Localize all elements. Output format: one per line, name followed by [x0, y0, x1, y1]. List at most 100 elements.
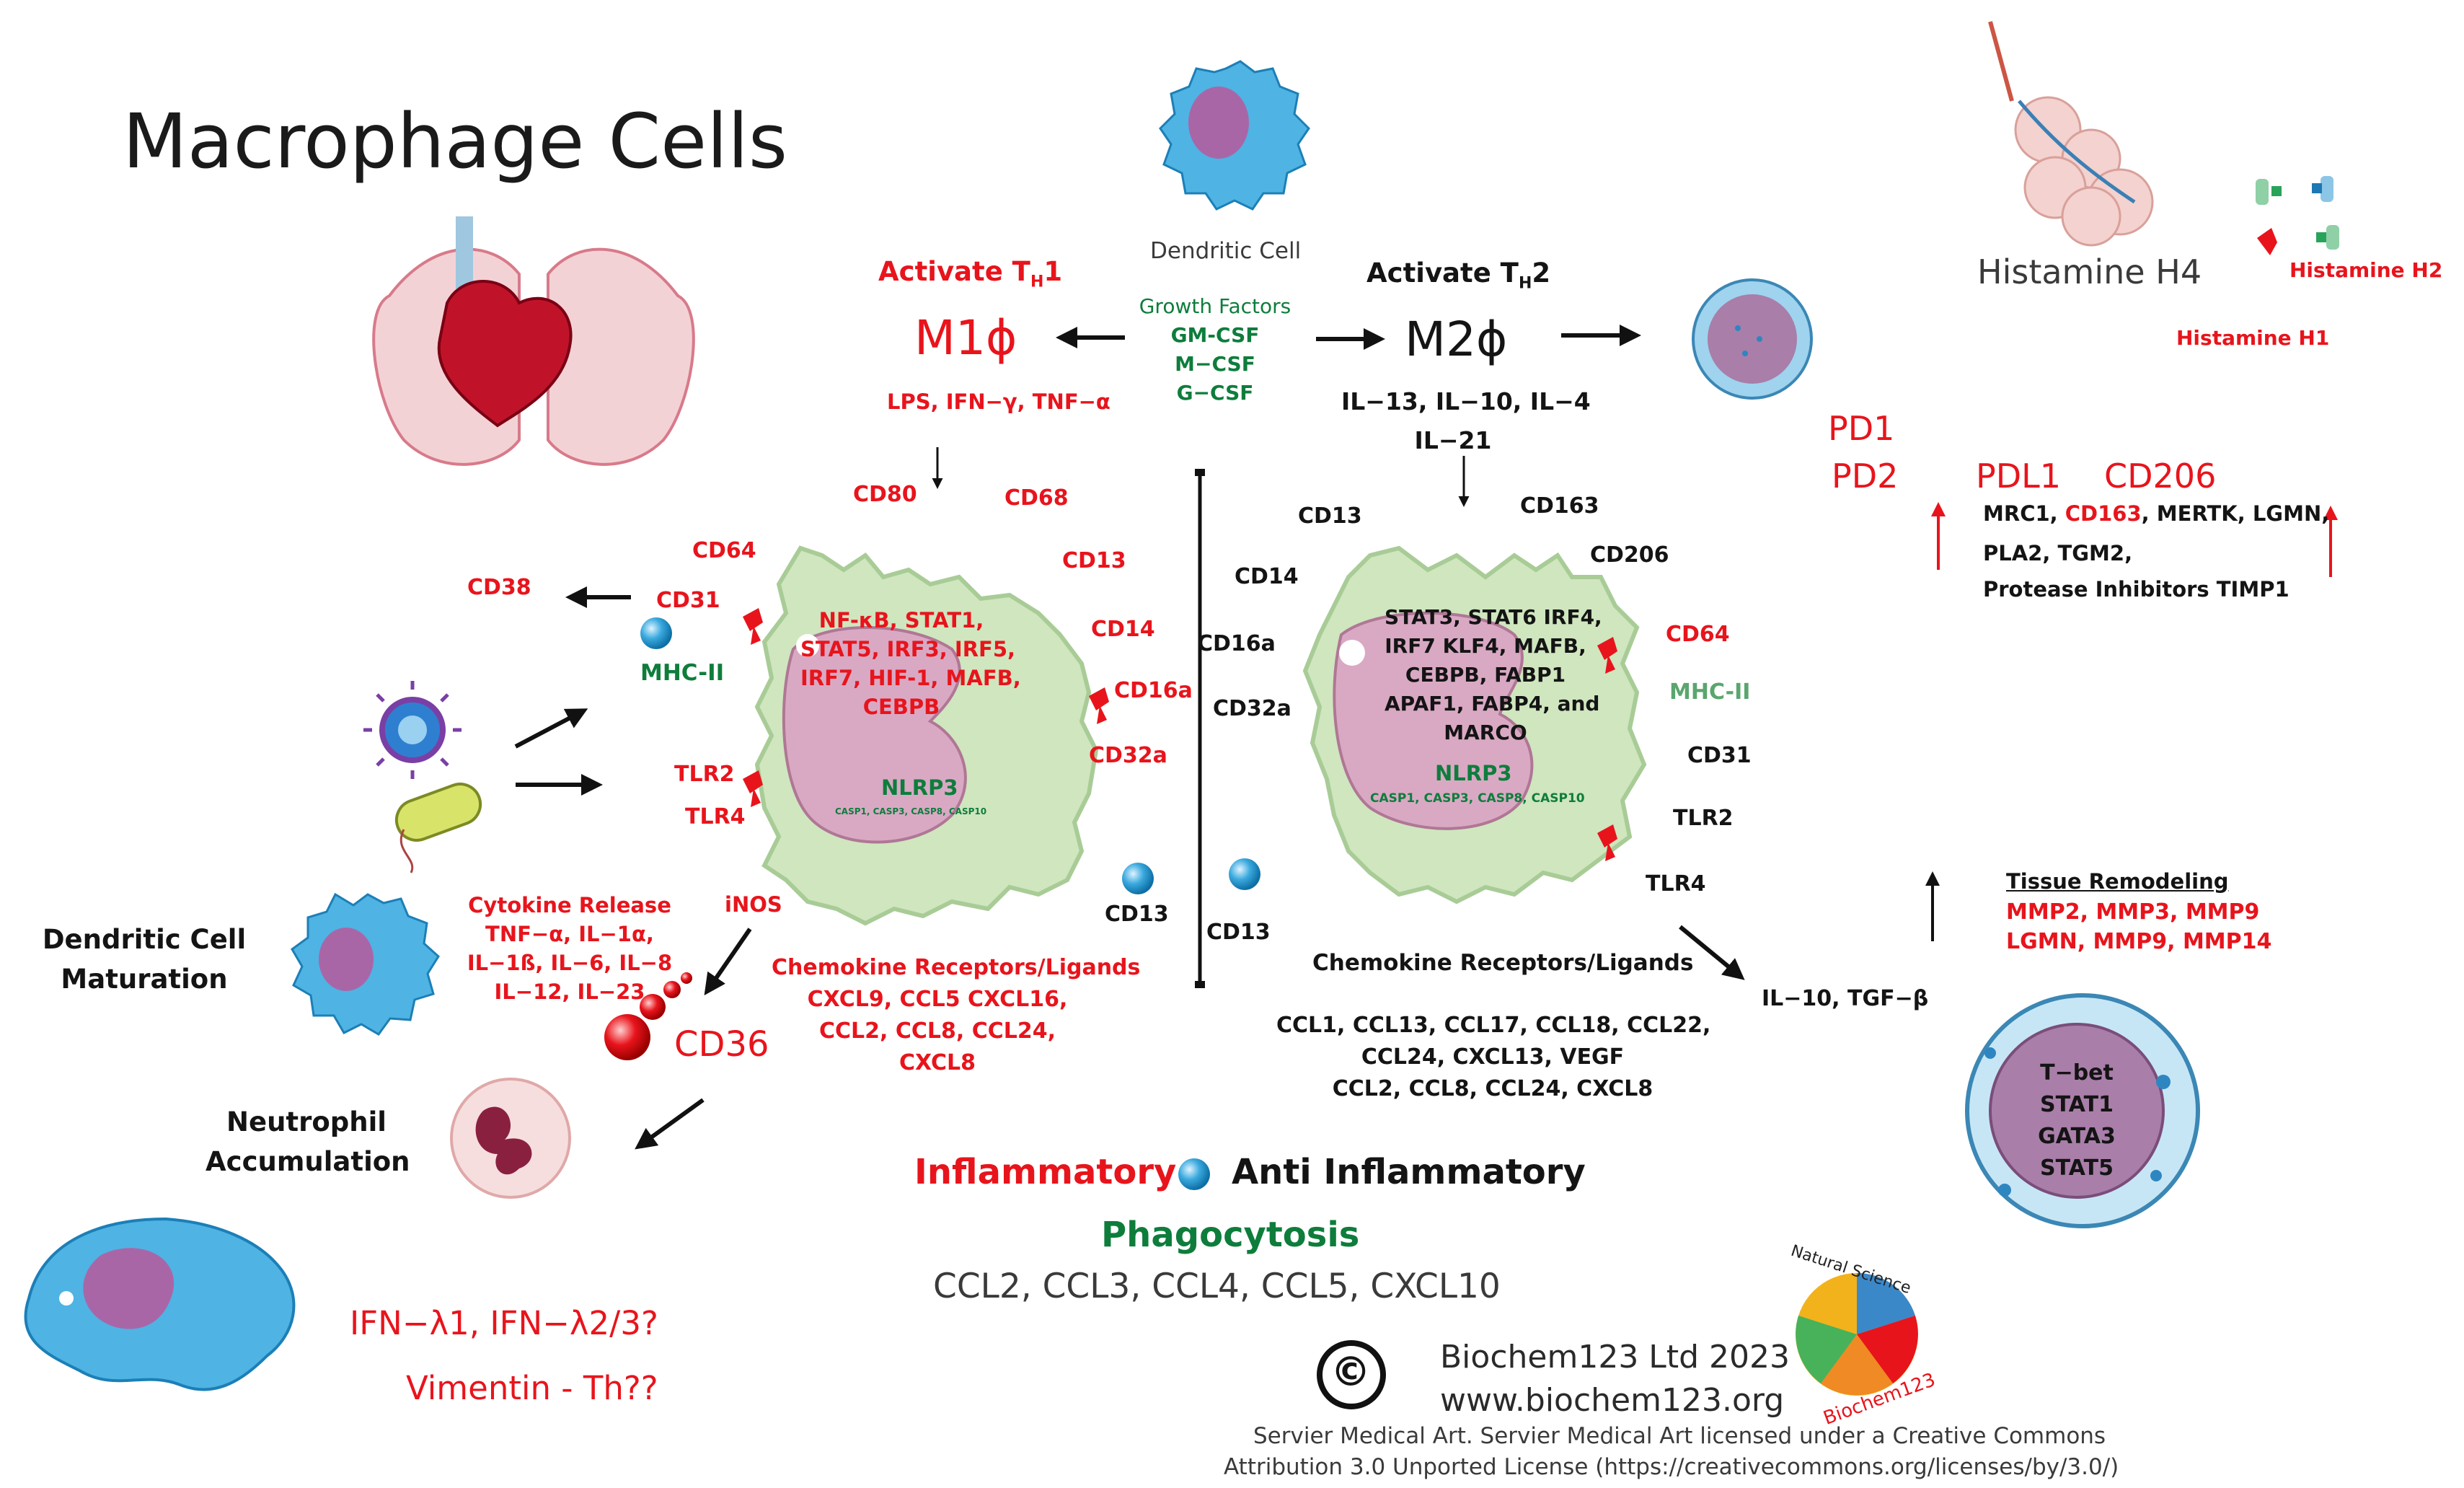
- m2-macrophage-cell: [1302, 545, 1647, 904]
- m1-inducers: LPS, IFN−γ, TNF−α: [887, 389, 1110, 414]
- cytokine-line-3: IL−12, IL−23: [494, 979, 645, 1004]
- m-csf: M−CSF: [1175, 352, 1255, 376]
- cd13-ball-mid: CD13: [1206, 920, 1271, 945]
- growth-factors-heading: Growth Factors: [1139, 294, 1291, 318]
- t-cell-stat1: STAT1: [2040, 1092, 2114, 1117]
- m1-tf-line-4: CEBPB: [862, 695, 940, 719]
- arrows: [514, 325, 1940, 1150]
- company-url[interactable]: www.biochem123.org: [1440, 1382, 1785, 1419]
- activate-th1: Activate TH1: [878, 256, 1063, 291]
- phagocytosis-label: Phagocytosis: [1101, 1215, 1360, 1255]
- m2-inducers-line-2: IL−21: [1414, 426, 1492, 454]
- gm-csf: GM-CSF: [1170, 323, 1260, 347]
- m2-chemokines-line-1: CCL1, CCL13, CCL17, CCL18, CCL22,: [1276, 1013, 1711, 1038]
- ccl-list: CCL2, CCL3, CCL4, CCL5, CXCL10: [933, 1267, 1501, 1306]
- histamine-h4: Histamine H4: [1977, 252, 2202, 291]
- g-csf: G−CSF: [1176, 381, 1254, 405]
- bottom-left-macrophage-icon: [24, 1217, 296, 1391]
- m1-marker-cd13: CD13: [1062, 548, 1126, 573]
- lungs-heart-icon: [372, 216, 695, 466]
- vimentin: Vimentin - Th??: [406, 1369, 658, 1407]
- virus-icon: [363, 681, 462, 779]
- m1-marker-cd64: CD64: [692, 538, 756, 563]
- ifn-lambda: IFN−λ1, IFN−λ2/3?: [350, 1304, 658, 1342]
- histamine-receptor-icons: [2256, 176, 2339, 255]
- activate-th2: Activate TH2: [1366, 257, 1551, 293]
- m2-caspases: CASP1, CASP3, CASP8, CASP10: [1370, 791, 1585, 806]
- il10-tgfb: IL−10, TGF−β: [1762, 986, 1929, 1011]
- m1-marker-tlr4: TLR4: [685, 804, 746, 829]
- m2-tf-line-5: MARCO: [1444, 721, 1527, 744]
- histamine-h1: Histamine H1: [2176, 326, 2330, 350]
- cd206-label: CD206: [2104, 457, 2217, 496]
- tissue-line-2: LGMN, MMP9, MMP14: [2006, 929, 2272, 954]
- m1-chemokines-heading: Chemokine Receptors/Ligands: [772, 955, 1141, 980]
- m2-marker-tlr4: TLR4: [1646, 871, 1706, 897]
- middle-cd13: CD13: [1298, 503, 1362, 529]
- m1-macrophage-cell: [754, 545, 1099, 926]
- m2-tf-line-3: CEBPB, FABP1: [1405, 663, 1566, 687]
- m2-chemokines: CCL1, CCL13, CCL17, CCL18, CCL22, CCL24,…: [1276, 1010, 1711, 1105]
- m2-marker-tlr2: TLR2: [1673, 806, 1734, 831]
- lung-alveoli-icon: [1988, 21, 2154, 247]
- neutrophil-accumulation: Neutrophil Accumulation: [206, 1102, 410, 1181]
- m2-marker-cd163: CD163: [1520, 493, 1599, 519]
- m2-chemokines-line-2: CCL24, CXCL13, VEGF: [1361, 1044, 1625, 1070]
- histamine-h2: Histamine H2: [2289, 258, 2443, 282]
- m1-marker-cd14: CD14: [1091, 617, 1155, 642]
- m1-caspases: CASP1, CASP3, CASP8, CASP10: [835, 806, 987, 816]
- m1-chemokines-line-2: CCL2, CCL8, CCL24,: [818, 1018, 1056, 1044]
- cd13-ball-left: CD13: [1105, 902, 1169, 927]
- m2-tf-line-4: APAF1, FABP4, and: [1385, 692, 1600, 716]
- m2-chemokines-heading: Chemokine Receptors/Ligands: [1312, 950, 1694, 976]
- m2-tf-line-1: STAT3, STAT6 IRF4,: [1385, 605, 1602, 629]
- m1-marker-cd31: CD31: [656, 588, 720, 613]
- m2-label: M2ϕ: [1405, 312, 1508, 367]
- neutrophil-line-2: Accumulation: [206, 1146, 410, 1177]
- m2-chemokines-line-3: CCL2, CCL8, CCL24, CXCL8: [1332, 1076, 1653, 1101]
- neutrophil-line-1: Neutrophil: [226, 1106, 387, 1137]
- t-cell-gata3: GATA3: [2038, 1124, 2116, 1149]
- cytokine-heading: Cytokine Release: [468, 893, 671, 917]
- m2-marker-cd31: CD31: [1687, 743, 1752, 768]
- m1-marker-cd16a: CD16a: [1114, 678, 1193, 703]
- m1-chemokines: Chemokine Receptors/Ligands CXCL9, CCL5 …: [772, 952, 1141, 1079]
- tissue-remodeling-heading: Tissue Remodeling: [2006, 869, 2229, 894]
- company-name: Biochem123 Ltd 2023: [1440, 1339, 1790, 1375]
- cytokine-release: Cytokine Release TNF−α, IL−1α, IL−1ß, IL…: [462, 891, 678, 1006]
- tissue-line-1: MMP2, MMP3, MMP9: [2006, 899, 2260, 925]
- vertical-divider: [1195, 469, 1205, 988]
- m2-markers-line-1: MRC1, CD163, MERTK, LGMN,: [1983, 501, 2330, 526]
- m1-marker-tlr2: TLR2: [674, 762, 735, 787]
- inflammatory-label: Inflammatory: [914, 1152, 1177, 1192]
- copyright-symbol: ©: [1330, 1349, 1371, 1396]
- growth-factors: Growth Factors GM-CSF M−CSF G−CSF: [1132, 292, 1298, 408]
- anti-inflammatory-label: Anti Inflammatory: [1232, 1152, 1586, 1192]
- middle-cd16a: CD16a: [1197, 631, 1276, 656]
- natural-science-logo: [1796, 1272, 1918, 1396]
- dendritic-cell-label: Dendritic Cell: [1150, 238, 1302, 264]
- pd1-label: PD1: [1828, 409, 1895, 448]
- t-cell-stat5: STAT5: [2040, 1155, 2114, 1181]
- m1-marker-cd32a: CD32a: [1089, 743, 1167, 768]
- m1-transcription-factors: NF-κB, STAT1, STAT5, IRF3, IRF5, IRF7, H…: [800, 606, 1021, 721]
- m1-tf-line-3: IRF7, HIF-1, MAFB,: [800, 666, 1021, 690]
- inos-label: iNOS: [725, 892, 782, 917]
- cytokine-line-1: TNF−α, IL−1α,: [485, 922, 654, 946]
- m1-chemokines-line-1: CXCL9, CCL5 CXCL16,: [807, 987, 1068, 1012]
- m2-marker-cd64: CD64: [1666, 622, 1730, 647]
- cd36-label: CD36: [674, 1024, 769, 1065]
- dc-maturation-line-2: Maturation: [61, 964, 228, 995]
- red-up-arrows: [1931, 502, 2338, 577]
- m2-product-cell-icon: [1692, 278, 1813, 400]
- m1-label: M1ϕ: [914, 310, 1017, 366]
- m1-mhc-ii: MHC-II: [640, 660, 725, 686]
- receptor-glyphs: [743, 608, 1617, 861]
- dendritic-cell-top-icon: [1159, 60, 1310, 211]
- cd38-label: CD38: [467, 575, 531, 600]
- m2-marker-mhc-ii: MHC-II: [1669, 679, 1751, 705]
- t-cell-tbet: T−bet: [2040, 1060, 2114, 1086]
- m2-nlrp3: NLRP3: [1435, 761, 1512, 785]
- middle-cd32a: CD32a: [1213, 696, 1291, 721]
